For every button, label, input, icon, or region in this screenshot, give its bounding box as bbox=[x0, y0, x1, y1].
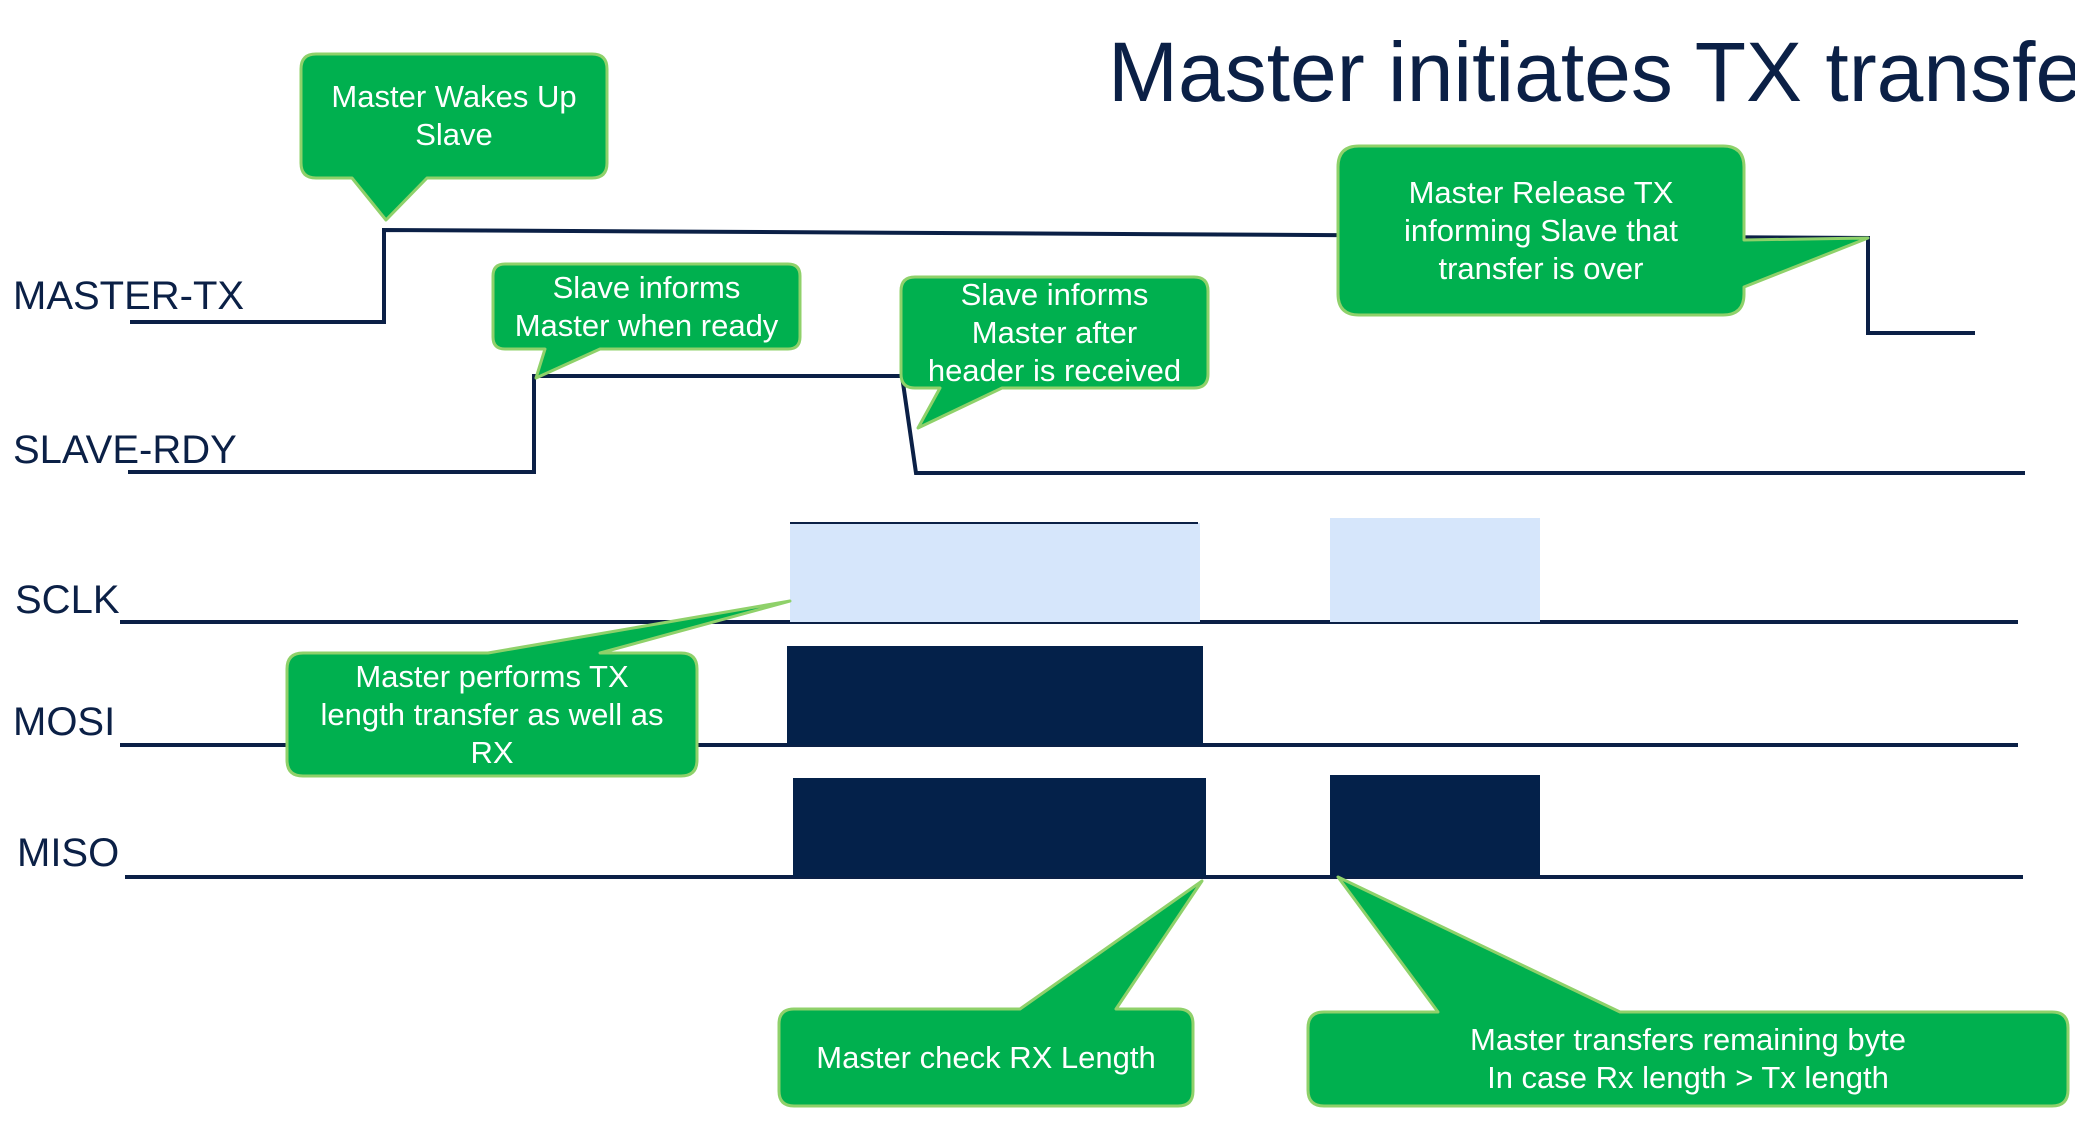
miso-data-block-1 bbox=[793, 778, 1206, 877]
signal-label-master-tx: MASTER-TX bbox=[13, 274, 245, 318]
miso-data-block-2 bbox=[1330, 775, 1540, 877]
callout-tx-length-line-1: Master performs TX bbox=[355, 658, 629, 694]
callout-tx-length-line-3: RX bbox=[470, 734, 514, 770]
callout-rx-check: Master check RX Length bbox=[779, 1009, 1193, 1106]
callout-remaining-shape bbox=[1306, 875, 2070, 1108]
callout-tx-length-line-2: length transfer as well as bbox=[320, 696, 664, 732]
callout-release-line-1: Master Release TX bbox=[1408, 174, 1674, 210]
callout-header-line-2: Master after bbox=[971, 314, 1138, 350]
mosi-data-block bbox=[787, 646, 1203, 745]
callout-header: Slave informs Master after header is rec… bbox=[901, 277, 1208, 388]
callout-remaining-line-1: Master transfers remaining byte bbox=[1470, 1022, 1906, 1057]
callout-wake-line-2: Slave bbox=[415, 117, 493, 152]
callout-header-line-3: header is received bbox=[927, 352, 1182, 388]
master-tx-waveform bbox=[130, 227, 1975, 335]
slave-rdy-waveform bbox=[128, 374, 2025, 475]
callout-header-shape bbox=[899, 275, 1210, 430]
callout-tx-length-shape bbox=[285, 599, 792, 778]
callout-release-shape bbox=[1336, 144, 1870, 317]
callout-remaining-line-2: In case Rx length > Tx length bbox=[1487, 1060, 1889, 1095]
signal-label-miso: MISO bbox=[17, 831, 120, 875]
callout-rx-check-line-1: Master check RX Length bbox=[816, 1039, 1156, 1075]
signal-label-sclk: SCLK bbox=[15, 578, 120, 622]
callout-ready-line-1: Slave informs bbox=[552, 269, 741, 305]
callout-ready-line-2: Master when ready bbox=[514, 307, 779, 343]
callout-wake: Master Wakes Up Slave bbox=[301, 54, 607, 178]
callout-ready-shape bbox=[491, 262, 802, 380]
callout-tx-length: Master performs TX length transfer as we… bbox=[287, 653, 697, 776]
callout-header-line-1: Slave informs bbox=[960, 276, 1149, 312]
callout-remaining: Master transfers remaining byte In case … bbox=[1308, 1012, 2068, 1106]
callout-wake-shape bbox=[299, 52, 609, 222]
diagram-title: Master initiates TX transfer bbox=[1108, 25, 2075, 119]
callout-rx-check-shape bbox=[777, 879, 1204, 1108]
callout-release-line-2: informing Slave that bbox=[1404, 212, 1678, 248]
sclk-clock-block-1 bbox=[790, 523, 1200, 622]
callout-wake-line-1: Master Wakes Up bbox=[331, 79, 577, 114]
callout-release: Master Release TX informing Slave that t… bbox=[1338, 146, 1744, 315]
callout-release-line-3: transfer is over bbox=[1438, 250, 1644, 286]
signal-label-slave-rdy: SLAVE-RDY bbox=[13, 428, 237, 472]
callout-ready: Slave informs Master when ready bbox=[493, 264, 800, 349]
sclk-clock-block-2 bbox=[1330, 518, 1540, 622]
signal-label-mosi: MOSI bbox=[13, 700, 116, 744]
